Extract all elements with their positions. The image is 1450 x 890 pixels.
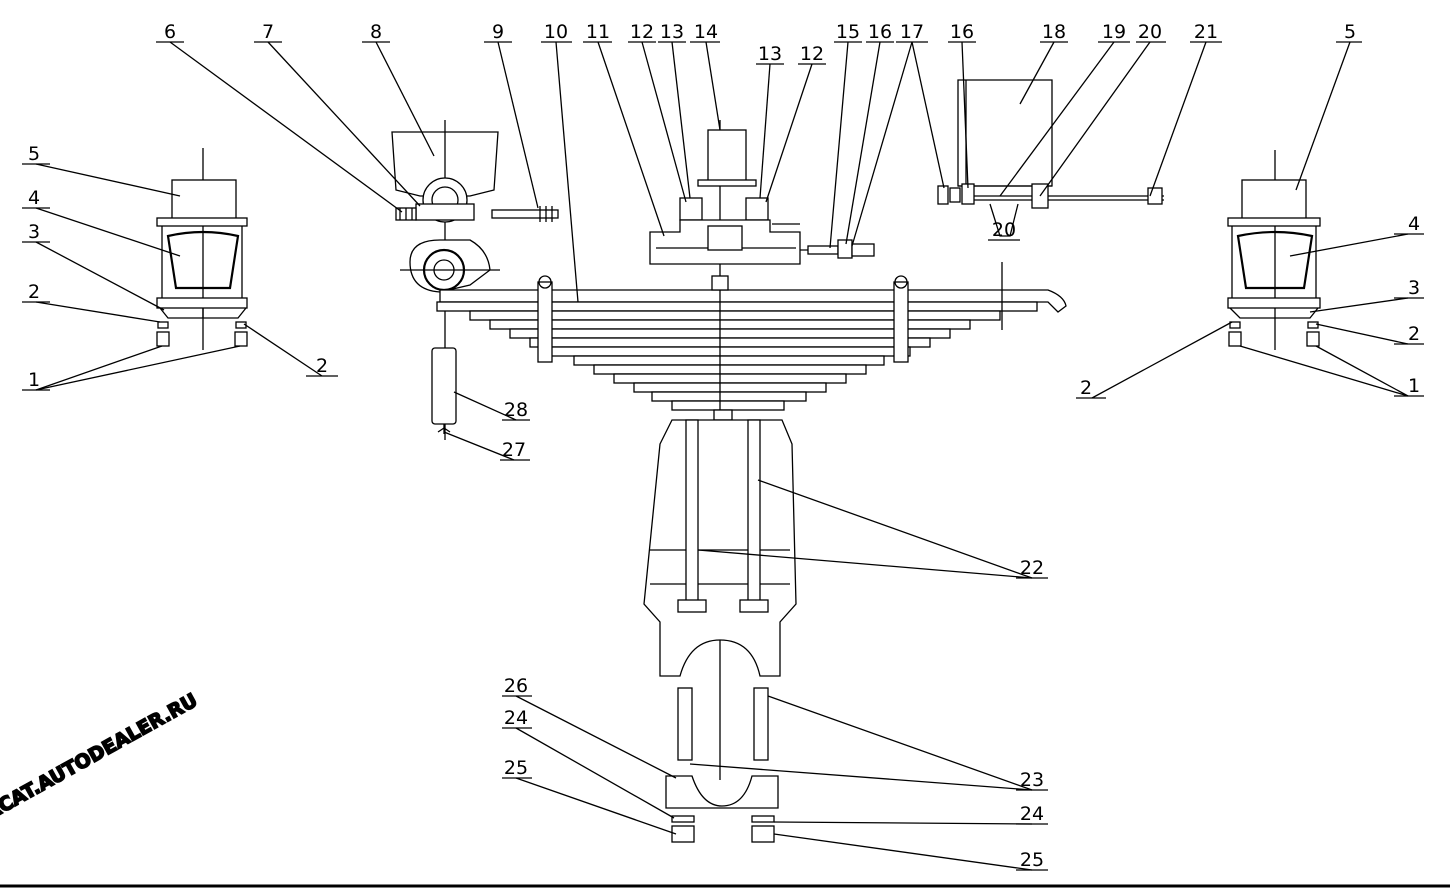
callout-13: 13 [758,43,782,65]
callout-10: 10 [544,21,568,43]
callout-28: 28 [504,399,528,421]
left-mount-assembly [156,148,248,350]
watermark-text: ACAT.AUTODEALER.RU [0,689,201,824]
callout-24: 24 [504,707,528,729]
leaf-spring-pack [436,120,1067,780]
callout-12: 12 [800,43,824,65]
callout-2: 2 [28,281,40,303]
callout-24: 24 [1020,803,1044,825]
callout-3: 3 [28,221,40,243]
callout-22: 22 [1020,557,1044,579]
callout-7: 7 [262,21,274,43]
callout-4: 4 [1408,213,1420,235]
callout-1: 1 [1408,375,1420,397]
callout-9: 9 [492,21,504,43]
callout-20: 20 [1138,21,1162,43]
callout-5: 5 [28,143,40,165]
callout-11: 11 [586,21,610,43]
callout-12: 12 [630,21,654,43]
callout-17: 17 [900,21,924,43]
front-bracket-assembly [391,120,559,440]
callout-1: 1 [28,369,40,391]
callout-27: 27 [502,439,526,461]
right-mount-assembly [1227,150,1321,350]
callout-18: 18 [1042,21,1066,43]
small-damper [431,347,457,434]
callout-13: 13 [660,21,684,43]
callout-labels: 6 7 8 9 10 11 12 13 14 13 12 15 16 17 16… [28,21,1420,871]
callout-5: 5 [1344,21,1356,43]
callout-19: 19 [1102,21,1126,43]
callout-23: 23 [1020,769,1044,791]
leader-lines [22,41,1424,871]
callout-21: 21 [1194,21,1218,43]
callout-14: 14 [694,21,718,43]
rear-bracket-assembly [937,79,1164,237]
callout-8: 8 [370,21,382,43]
callout-25: 25 [1020,849,1044,871]
callout-6: 6 [164,21,176,43]
callout-2: 2 [1408,323,1420,345]
callout-15: 15 [836,21,860,43]
callout-16: 16 [950,21,974,43]
balance-beam-assembly [643,419,797,843]
callout-20: 20 [992,219,1016,241]
callout-16: 16 [868,21,892,43]
callout-26: 26 [504,675,528,697]
center-bracket-assembly [649,129,875,265]
callout-2: 2 [316,355,328,377]
callout-2: 2 [1080,377,1092,399]
callout-4: 4 [28,187,40,209]
callout-3: 3 [1408,277,1420,299]
callout-25: 25 [504,757,528,779]
